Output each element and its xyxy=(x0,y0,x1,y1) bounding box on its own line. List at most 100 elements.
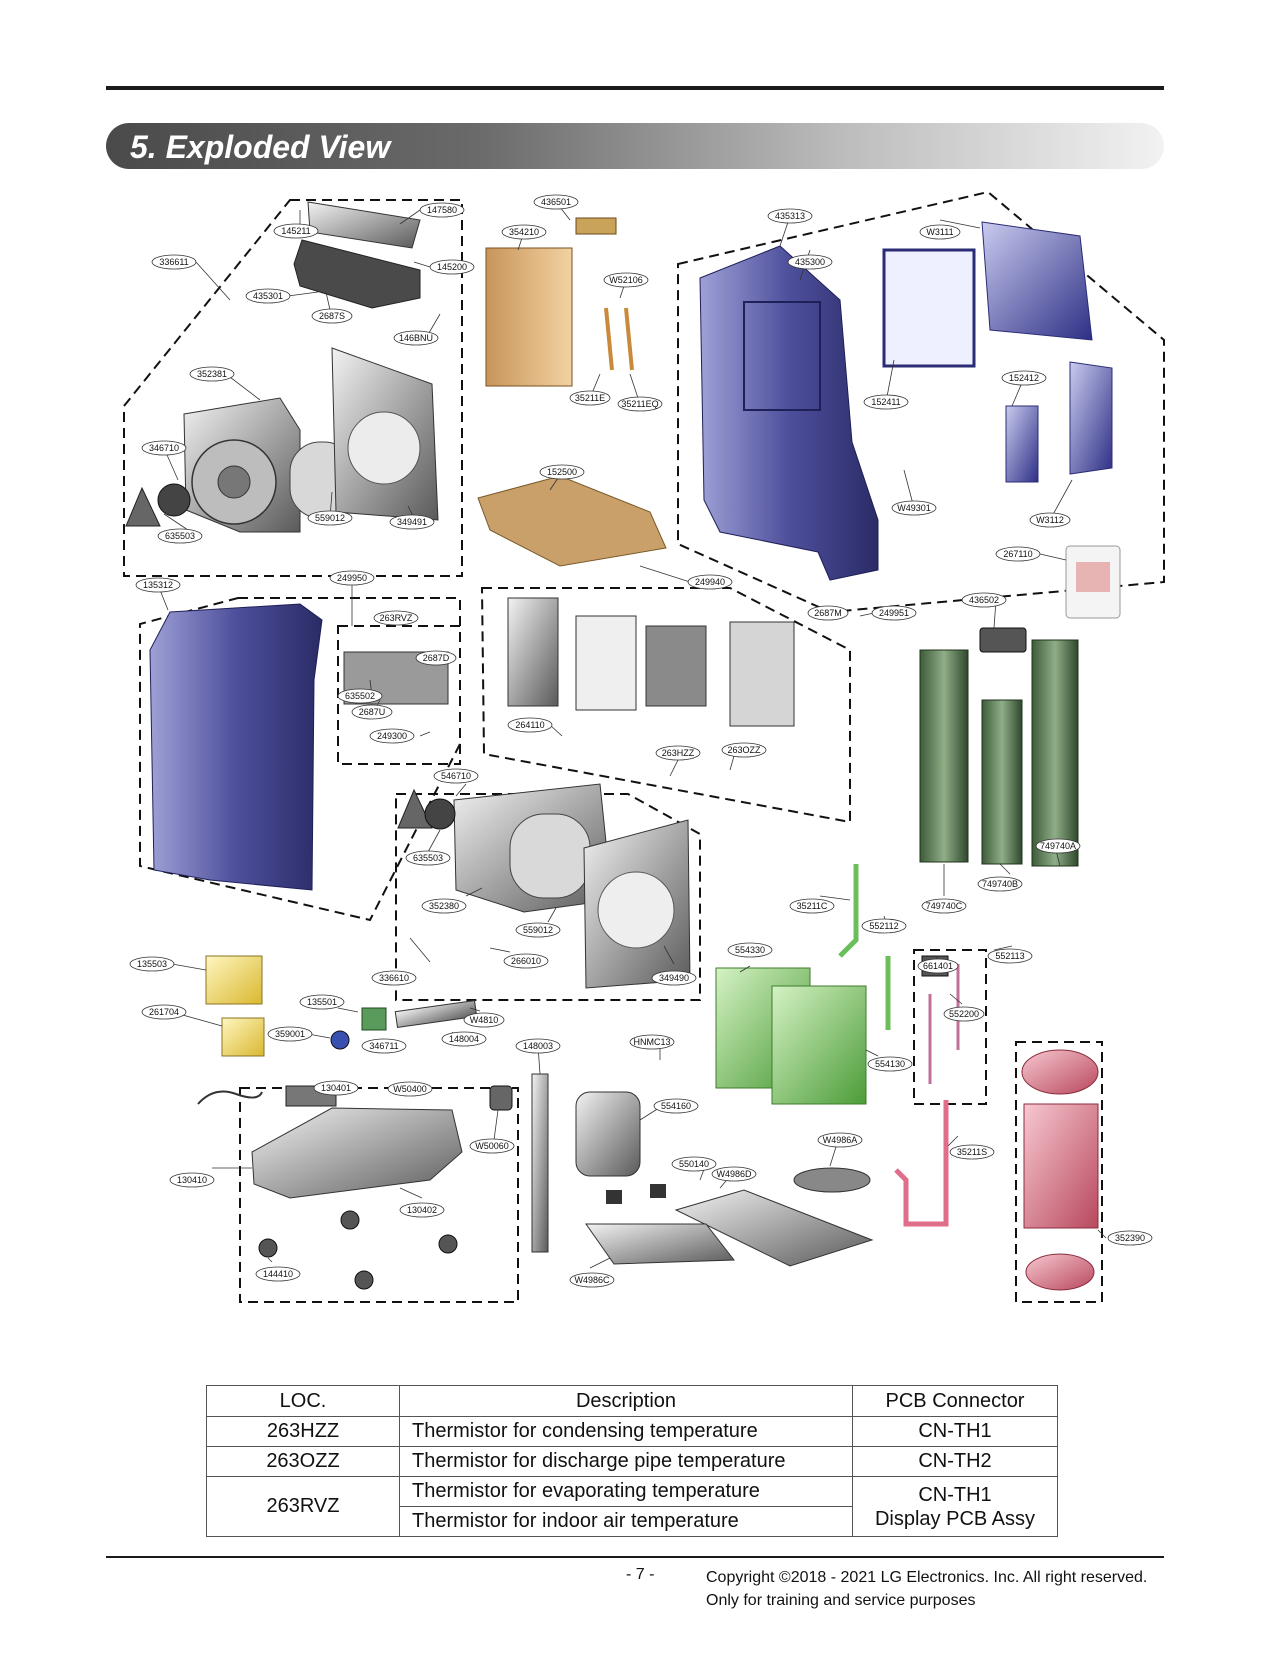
row-connector: CN-TH2 xyxy=(852,1446,1058,1477)
label-135501: 135501 xyxy=(299,994,345,1010)
window-panel-bracket xyxy=(979,627,1027,653)
rear-cabinet xyxy=(699,245,879,581)
row-connector-line1: CN-TH1 xyxy=(918,1483,992,1506)
control-box-frame xyxy=(575,615,637,711)
control-box-cover xyxy=(507,597,559,707)
svg-text:249940: 249940 xyxy=(695,577,725,587)
discharge-pipe xyxy=(894,1100,949,1227)
svg-text:436502: 436502 xyxy=(969,595,999,605)
label-435313: 435313 xyxy=(767,208,813,224)
svg-text:35211E: 35211E xyxy=(575,393,605,403)
svg-text:435300: 435300 xyxy=(795,257,825,267)
label-436501: 436501 xyxy=(533,194,579,210)
svg-text:152500: 152500 xyxy=(547,467,577,477)
svg-text:249951: 249951 xyxy=(879,608,909,618)
table-row: Thermistor for indoor air temperature xyxy=(207,1506,1058,1537)
label-352380: 352380 xyxy=(421,898,467,914)
label-249940: 249940 xyxy=(687,574,733,590)
row-loc: 263HZZ xyxy=(206,1416,400,1447)
svg-text:249950: 249950 xyxy=(337,573,367,583)
label-130401: 130401 xyxy=(313,1080,359,1096)
label-554160: 554160 xyxy=(653,1098,699,1114)
condenser-pipe xyxy=(838,864,891,1030)
base-pan xyxy=(251,1107,463,1199)
svg-text:152411: 152411 xyxy=(871,397,900,407)
transformer-cover xyxy=(205,955,263,1005)
leader-lines xyxy=(157,201,1107,1269)
rear-cabinet-grille xyxy=(743,301,821,411)
label-148004: 148004 xyxy=(441,1031,487,1047)
blower-wheel-lower xyxy=(509,813,591,899)
label-264110: 264110 xyxy=(507,717,553,733)
label-263HZZ-callout: 263HZZ xyxy=(655,745,701,761)
svg-text:148004: 148004 xyxy=(449,1034,479,1044)
label-2687D: 2687D xyxy=(415,650,457,666)
svg-text:35211S: 35211S xyxy=(957,1147,987,1157)
svg-text:352390: 352390 xyxy=(1115,1233,1145,1243)
svg-text:W50400: W50400 xyxy=(393,1084,427,1094)
svg-text:W49301: W49301 xyxy=(897,503,931,513)
outline-front-cabinet-group xyxy=(139,597,461,922)
svg-text:W4986D: W4986D xyxy=(716,1169,752,1179)
label-359001: 359001 xyxy=(267,1026,313,1042)
outline-control-box-group xyxy=(480,587,851,824)
outline-valve-group xyxy=(913,949,987,1105)
bottom-rule xyxy=(106,1556,1164,1558)
row-connector-line2: Display PCB Assy xyxy=(874,1507,1036,1530)
svg-text:W50060: W50060 xyxy=(475,1141,509,1151)
svg-text:2687U: 2687U xyxy=(359,707,386,717)
svg-text:346711: 346711 xyxy=(369,1041,398,1051)
svg-text:346710: 346710 xyxy=(149,443,179,453)
svg-text:HNMC13: HNMC13 xyxy=(633,1037,670,1047)
outline-filter-cylinder-group xyxy=(1015,1041,1103,1303)
table-row: 263RVZ Thermistor for evaporating temper… xyxy=(206,1476,1058,1537)
label-W4986D: W4986D xyxy=(711,1166,757,1182)
label-W4986C: W4986C xyxy=(569,1272,615,1288)
label-552112: 552112 xyxy=(861,918,907,934)
caster-4 xyxy=(340,1210,360,1230)
row-description: Thermistor for condensing temperature xyxy=(399,1416,853,1447)
svg-text:263RVZ: 263RVZ xyxy=(380,613,413,623)
label-635502: 635502 xyxy=(337,688,383,704)
svg-text:2687S: 2687S xyxy=(319,311,345,321)
svg-text:552113: 552113 xyxy=(995,951,1024,961)
training-note: Only for training and service purposes xyxy=(706,1592,976,1609)
svg-text:749740B: 749740B xyxy=(982,879,1018,889)
svg-text:130410: 130410 xyxy=(177,1175,207,1185)
pipe-clamp xyxy=(575,217,617,235)
label-263RVZ-callout: 263RVZ xyxy=(373,610,419,626)
svg-text:2687D: 2687D xyxy=(423,653,450,663)
label-552200: 552200 xyxy=(943,1006,985,1022)
header-loc: LOC. xyxy=(206,1385,400,1417)
label-W52106: W52106 xyxy=(603,272,649,288)
label-554330: 554330 xyxy=(727,942,773,958)
label-352390: 352390 xyxy=(1107,1230,1153,1246)
label-346711: 346711 xyxy=(361,1038,407,1054)
filter-cylinder-bottom xyxy=(1025,1253,1095,1291)
label-2687S: 2687S xyxy=(311,308,353,324)
svg-text:35211EQ: 35211EQ xyxy=(621,399,658,409)
side-filter xyxy=(1005,405,1039,483)
label-35211S: 35211S xyxy=(949,1144,995,1160)
label-2687M: 2687M xyxy=(807,605,849,621)
svg-text:264110: 264110 xyxy=(515,720,544,730)
valve-pipes xyxy=(928,964,960,1084)
label-152411: 152411 xyxy=(863,394,909,410)
label-263OZZ-callout: 263OZZ xyxy=(721,742,767,758)
label-749740B: 749740B xyxy=(977,876,1023,892)
insulation-plate-a xyxy=(793,1167,871,1193)
label-261704: 261704 xyxy=(141,1004,187,1020)
label-147580: 147580 xyxy=(419,202,465,218)
label-346710: 346710 xyxy=(141,440,187,456)
svg-text:349491: 349491 xyxy=(397,517,427,527)
row-loc: 263OZZ xyxy=(206,1446,400,1477)
page-number: - 7 - xyxy=(626,1566,655,1583)
caster-3 xyxy=(438,1234,458,1254)
main-pcb xyxy=(729,621,795,727)
svg-text:147580: 147580 xyxy=(427,205,457,215)
outline-top-right-group xyxy=(677,190,1165,614)
pump-impeller xyxy=(330,1030,350,1050)
svg-text:554160: 554160 xyxy=(661,1101,691,1111)
svg-text:W3112: W3112 xyxy=(1036,515,1064,525)
svg-text:435301: 435301 xyxy=(253,291,283,301)
